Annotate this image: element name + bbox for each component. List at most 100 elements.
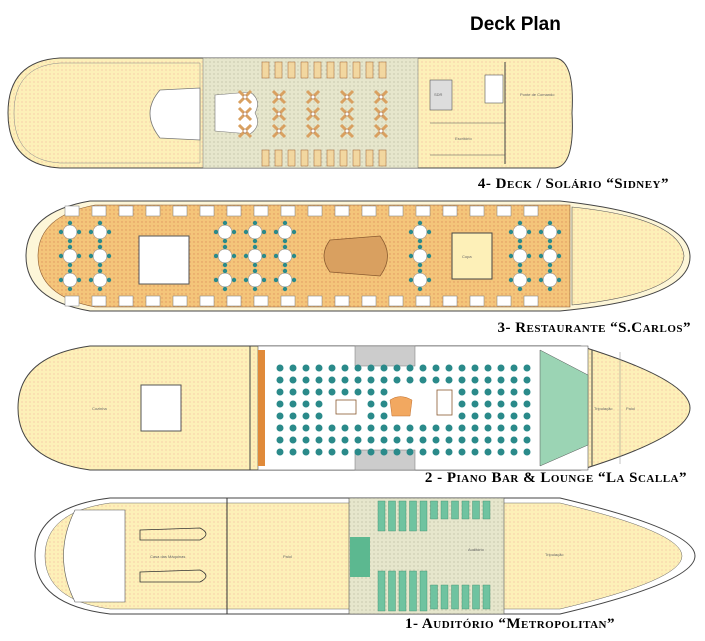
sun-lounger [287,149,296,167]
table [310,94,316,100]
engine [139,527,207,541]
table [344,128,350,134]
seat-row [398,570,407,612]
lounge-chair [315,448,323,456]
lounge-chair [497,376,505,384]
lounge-chair [510,376,518,384]
round-table [62,248,78,264]
engine [139,569,207,583]
lounge-chair [289,376,297,384]
chair [508,253,514,259]
lounge-chair [328,424,336,432]
lounge-chair [302,448,310,456]
lounge-chair [497,412,505,420]
chair [252,286,258,292]
sun-lounger [287,61,296,79]
lounge-chair [510,364,518,372]
lounge-chair [419,436,427,444]
chair [417,220,423,226]
round-table [217,248,233,264]
chair [76,253,82,259]
seat-row [377,570,386,612]
round-table [247,272,263,288]
table [378,128,384,134]
chair [517,244,523,250]
lounge-chair [354,436,362,444]
lounge-chair [315,376,323,384]
round-table [247,224,263,240]
lounge-chair [406,424,414,432]
lounge-chair [367,376,375,384]
booth-table [172,205,188,217]
seat-row [451,500,459,520]
chair [88,277,94,283]
booth-table [442,295,458,307]
lounge-chair [341,376,349,384]
chair [97,244,103,250]
lounge-chair [289,436,297,444]
booth-table [280,205,296,217]
chair [526,229,532,235]
chair [231,253,237,259]
chair [231,229,237,235]
round-table [512,248,528,264]
chair [261,277,267,283]
room-label-copa: Copa [462,254,472,259]
chair [67,220,73,226]
booth-table [307,295,323,307]
lounge-chair [367,412,375,420]
booth-table [145,295,161,307]
round-table [92,272,108,288]
lounge-chair [432,424,440,432]
lounge-chair [510,412,518,420]
lounge-chair [328,364,336,372]
lounge-chair [484,424,492,432]
lounge-chair [354,376,362,384]
booth-table [226,205,242,217]
chair [408,277,414,283]
round-table [92,248,108,264]
room-label-escritorio: Escritório [455,136,472,141]
room-label-paiol: Paiol [283,554,292,559]
table [310,111,316,117]
round-table [277,224,293,240]
lounge-chair [354,424,362,432]
chair [213,277,219,283]
lounge-chair [289,400,297,408]
booth-table [64,295,80,307]
lounge-chair [393,364,401,372]
chair [556,253,562,259]
lounge-chair [484,412,492,420]
lounge-chair [302,376,310,384]
booth-table [307,205,323,217]
chair [222,286,228,292]
chair [282,244,288,250]
lounge-chair [328,448,336,456]
lounge-chair [406,436,414,444]
lounge-chair [341,424,349,432]
lounge-chair [523,400,531,408]
lounge-chair [380,400,388,408]
lounge-chair [484,376,492,384]
chair [222,268,228,274]
seat-row [461,584,470,610]
lounge-chair [523,424,531,432]
seat-row [440,584,449,610]
chair [252,262,258,268]
lounge-chair [289,364,297,372]
booth-table [523,295,539,307]
lounge-chair [458,436,466,444]
round-table [542,272,558,288]
chair [408,229,414,235]
seat-row [461,500,470,520]
chair [538,229,544,235]
chair [282,220,288,226]
booth-table [199,205,215,217]
auditorium-seats [377,500,491,612]
lounge-chair [289,448,297,456]
lounge-chair [328,376,336,384]
lounge-chair [497,448,505,456]
lounge-chair [419,364,427,372]
sun-lounger [352,149,361,167]
chair [97,268,103,274]
